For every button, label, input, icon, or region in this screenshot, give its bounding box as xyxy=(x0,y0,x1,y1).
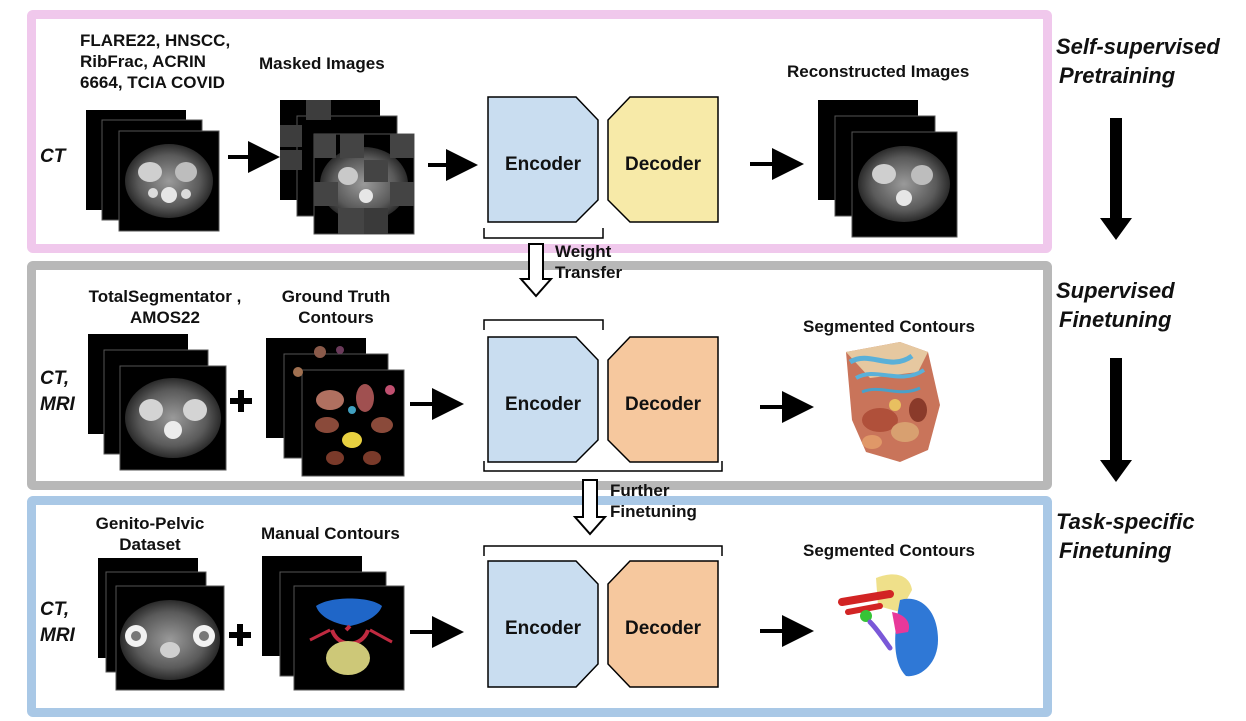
task-specific-side-label: Task-specific Finetuning xyxy=(1056,509,1195,563)
encoder-decoder-bracket-3 xyxy=(483,545,723,556)
masked-images-label: Masked Images xyxy=(259,54,385,73)
side-down-arrow-2 xyxy=(1100,358,1132,482)
pretraining-datasets: FLARE22, HNSCC, RibFrac, ACRIN 6664, TCI… xyxy=(80,31,231,92)
segmented-contours-3d-render-1 xyxy=(846,342,940,462)
decoder-label-3: Decoder xyxy=(624,618,702,639)
decoder-block-2 xyxy=(607,336,719,463)
encoder-decoder-bracket-2 xyxy=(483,461,723,472)
ct-scan-stack-pretraining xyxy=(86,110,220,232)
side-down-arrow-1 xyxy=(1100,118,1132,240)
masked-images-stack xyxy=(280,100,415,235)
further-finetuning-label: Further Finetuning xyxy=(610,481,697,521)
ground-truth-contours-stack xyxy=(266,338,405,477)
plus-icon xyxy=(230,390,252,412)
reconstructed-images-label: Reconstructed Images xyxy=(787,62,970,81)
supervised-modality: CT, MRI xyxy=(40,368,75,415)
encoder-label-3: Encoder xyxy=(504,618,582,639)
weight-transfer-label: Weight Transfer xyxy=(555,242,623,282)
encoder-bracket-2 xyxy=(483,319,604,330)
manual-contours-stack xyxy=(262,556,405,691)
encoder-bracket-1 xyxy=(483,228,604,239)
pretraining-side-label: Self-supervised Pretraining xyxy=(1056,34,1220,88)
decoder-block-1 xyxy=(607,96,719,223)
plus-icon-2 xyxy=(229,624,251,646)
decoder-label-1: Decoder xyxy=(624,154,702,175)
supervised-side-label: Supervised Finetuning xyxy=(1056,278,1175,332)
task-specific-datasets: Genito-Pelvic Dataset xyxy=(95,514,205,554)
manual-contours-label: Manual Contours xyxy=(261,524,400,543)
encoder-block-2 xyxy=(487,336,599,463)
supervised-datasets: TotalSegmentator , AMOS22 xyxy=(88,287,242,327)
ground-truth-contours-label: Ground Truth Contours xyxy=(281,287,391,327)
ct-scan-stack-task-specific xyxy=(98,558,225,691)
decoder-block-3 xyxy=(607,560,719,688)
encoder-block-1 xyxy=(487,96,599,223)
segmented-contours-3d-render-2 xyxy=(838,574,938,677)
segmented-contours-label-2: Segmented Contours xyxy=(803,541,975,560)
further-finetuning-arrow xyxy=(572,479,608,536)
task-specific-modality: CT, MRI xyxy=(40,599,75,646)
reconstructed-images-stack xyxy=(818,100,958,238)
weight-transfer-arrow xyxy=(518,243,554,298)
encoder-label-1: Encoder xyxy=(504,154,582,175)
decoder-label-2: Decoder xyxy=(624,394,702,415)
encoder-label-2: Encoder xyxy=(504,394,582,415)
ct-scan-stack-supervised xyxy=(88,334,227,471)
segmented-contours-label-1: Segmented Contours xyxy=(803,317,975,336)
encoder-block-3 xyxy=(487,560,599,688)
pretraining-modality: CT xyxy=(40,146,66,167)
